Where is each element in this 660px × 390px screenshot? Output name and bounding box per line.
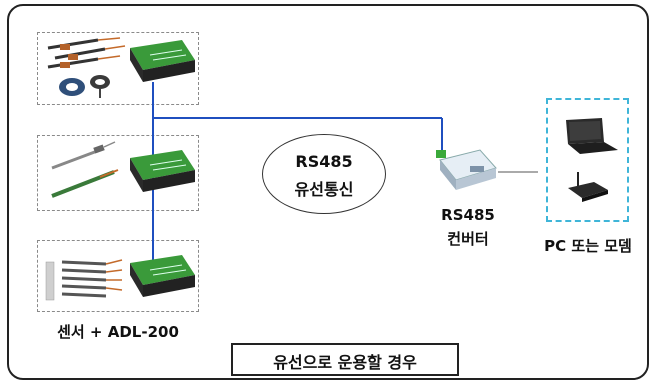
- sensor-label: 센서 + ADL-200: [57, 323, 179, 341]
- converter-label-line2: 컨버터: [447, 230, 489, 248]
- bus-label-line1: RS485: [295, 152, 353, 171]
- caption-box: [231, 343, 459, 376]
- strain-gauge-icon: [51, 169, 119, 198]
- modem-icon: [568, 172, 608, 202]
- displacement-sensor-icon: [51, 141, 116, 170]
- sensor-cable-icon: [45, 259, 123, 301]
- data-logger-icon: [130, 40, 195, 82]
- pc-modem-box: [546, 98, 629, 222]
- data-logger-icon: [130, 255, 195, 297]
- pc-modem-label: PC 또는 모뎀: [544, 237, 632, 255]
- outer-frame: [7, 4, 649, 380]
- sensor-group-2: [37, 135, 199, 211]
- sensor-group-3: [37, 240, 199, 312]
- rs485-converter-icon: [436, 149, 497, 190]
- rs485-bus-ellipse: [262, 134, 386, 214]
- sensor-cable-icon: [47, 37, 126, 69]
- current-transformer-icon: [59, 75, 110, 98]
- laptop-icon: [566, 118, 618, 154]
- bus-label-line2: 유선통신: [294, 180, 354, 199]
- caption-text: 유선으로 운용할 경우: [273, 353, 417, 372]
- converter-label-line1: RS485: [441, 206, 495, 224]
- sensor-group-1: [37, 32, 199, 105]
- data-logger-icon: [130, 150, 195, 192]
